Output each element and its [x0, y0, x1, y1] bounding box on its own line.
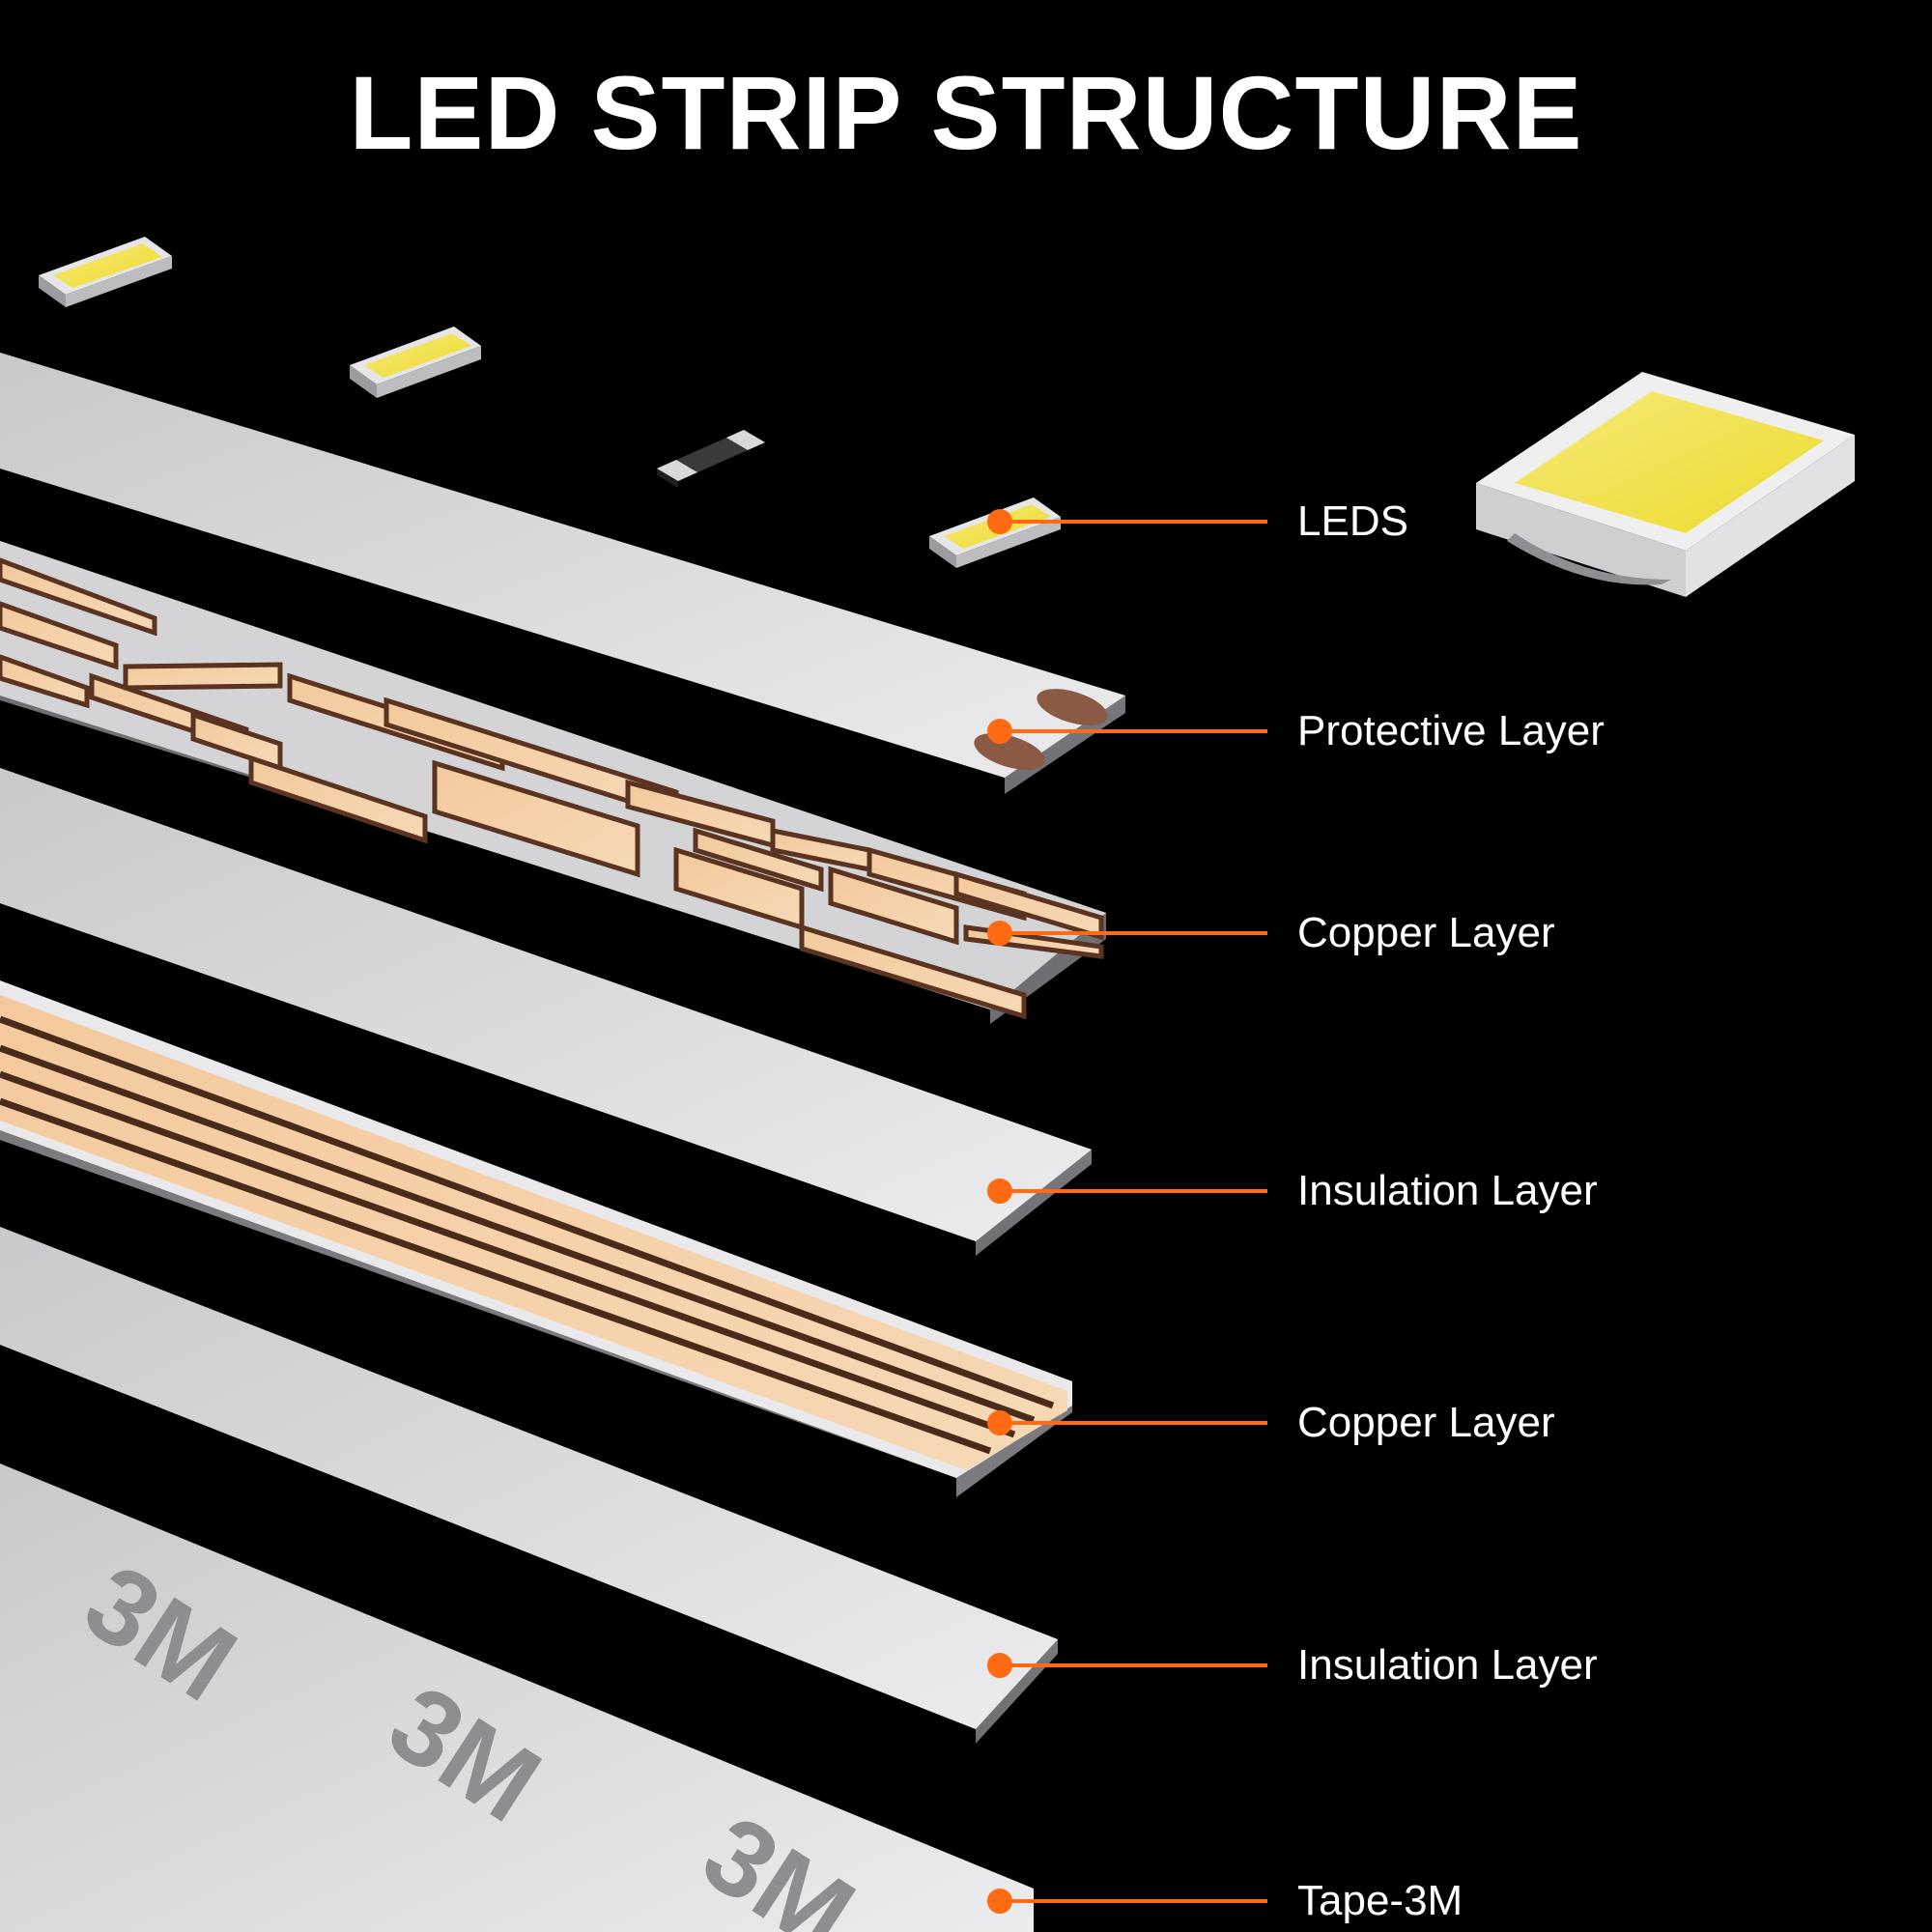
label-insulation-layer-upper: Insulation Layer	[1297, 1167, 1598, 1214]
label-copper-layer-lower: Copper Layer	[1297, 1399, 1555, 1446]
label-copper-layer-upper: Copper Layer	[1297, 909, 1555, 956]
led-components	[39, 237, 1855, 597]
label-tape-3m: Tape-3M	[1297, 1877, 1463, 1924]
leader-dot-tape	[987, 1889, 1012, 1914]
insulation-layer-lower	[0, 1227, 1058, 1744]
label-insulation-layer-lower: Insulation Layer	[1297, 1641, 1598, 1689]
led-chip-2	[350, 327, 481, 398]
led-chip-enlarged	[1476, 372, 1855, 597]
led-chip-1	[39, 237, 172, 307]
leader-dot-insulation-lower	[987, 1653, 1012, 1678]
copper-layer-lower	[0, 980, 1072, 1497]
copper-layer-upper	[0, 541, 1106, 1024]
leader-dot-leds	[987, 509, 1012, 534]
leader-dot-copper-upper	[987, 921, 1012, 946]
leader-dot-insulation-upper	[987, 1179, 1012, 1204]
label-leds: LEDS	[1297, 497, 1408, 545]
insulation-layer-upper	[0, 768, 1092, 1256]
tape-3m-layer: 3M 3M 3M	[0, 1463, 1034, 1932]
leader-dot-copper-lower	[987, 1410, 1012, 1435]
protective-layer	[0, 353, 1125, 794]
resistor	[657, 430, 765, 488]
diagram-title: LED STRIP STRUCTURE	[349, 54, 1583, 171]
label-protective-layer: Protective Layer	[1297, 707, 1605, 754]
leader-lines	[987, 509, 1267, 1914]
leader-dot-protective	[987, 719, 1012, 744]
